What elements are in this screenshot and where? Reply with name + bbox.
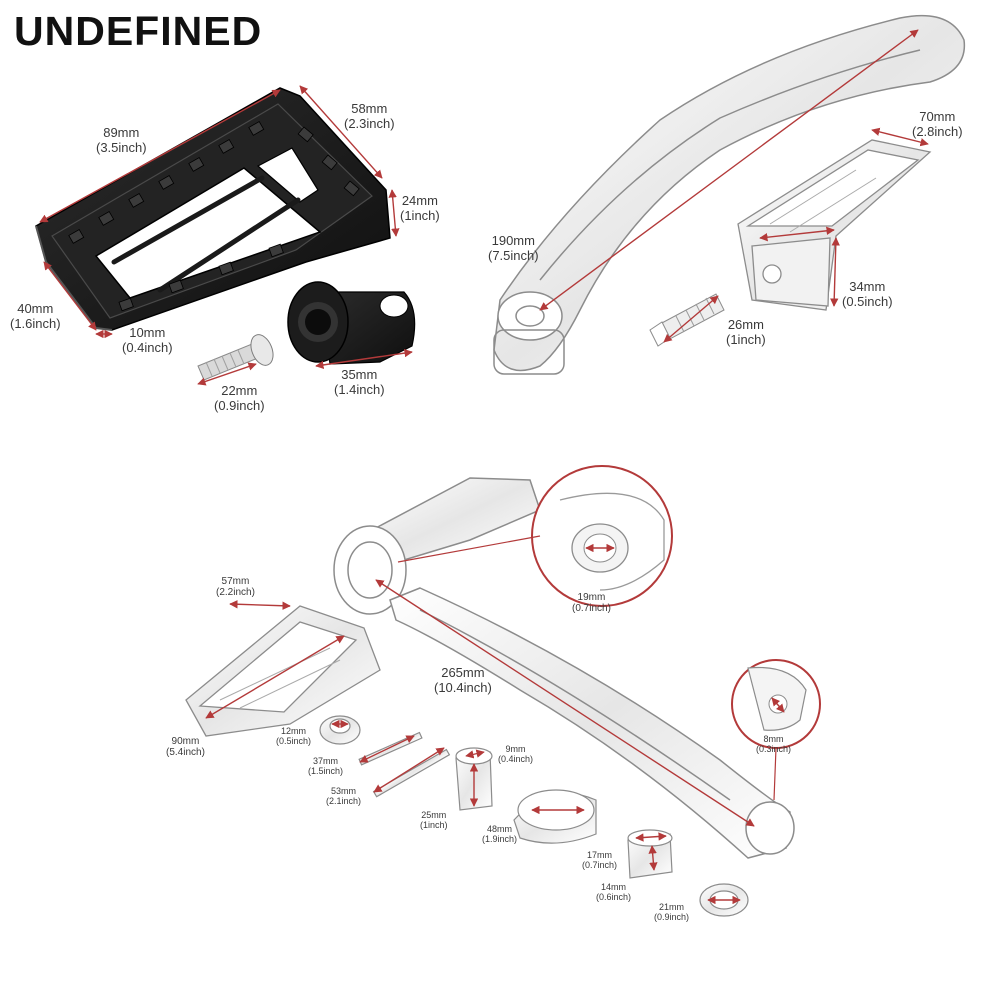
dim-mm: 21mm — [659, 902, 685, 912]
detail-circle-19 — [531, 465, 673, 607]
dim-label-12mm: 12mm (0.5inch) — [276, 726, 311, 746]
dim-inch: (2.8inch) — [912, 123, 963, 139]
dim-inch: (1.5inch) — [308, 766, 344, 777]
dim-mm: 90mm — [171, 736, 200, 747]
dim-label-9mm: 9mm (0.4inch) — [498, 744, 533, 764]
dim-mm: 26mm — [727, 317, 764, 332]
dim-label-48mm: 48mm (1.9inch) — [482, 824, 517, 844]
dim-label-19mm: 19mm (0.7inch) — [572, 592, 611, 614]
dim-mm: 57mm — [221, 576, 250, 587]
dim-inch: (0.9inch) — [654, 912, 690, 923]
dim-label-53mm: 53mm (2.1inch) — [326, 786, 361, 806]
dim-mm: 25mm — [421, 810, 447, 820]
dim-mm: 22mm — [221, 383, 258, 398]
dim-inch: (1.6inch) — [10, 315, 61, 331]
dim-label-190mm: 190mm (7.5inch) — [488, 233, 539, 263]
dim-label-90mm: 90mm (5.4inch) — [166, 736, 205, 758]
dim-mm: 48mm — [487, 824, 513, 834]
dim-inch: (5.4inch) — [166, 747, 205, 759]
silver-bolt — [197, 334, 274, 381]
dim-mm: 14mm — [601, 882, 627, 892]
dim-inch: (0.9inch) — [214, 397, 265, 413]
dim-mm: 58mm — [351, 101, 388, 116]
dim-mm: 19mm — [577, 592, 606, 603]
brand-logo: UNDEFINED — [14, 8, 263, 54]
dim-inch: (0.5inch) — [842, 293, 893, 309]
dim-mm: 35mm — [341, 367, 378, 382]
dim-label-25mm: 25mm (1inch) — [420, 810, 448, 830]
black-adapter — [287, 281, 416, 365]
dim-label-35mm: 35mm (1.4inch) — [334, 367, 385, 397]
dim-mm: 8mm — [763, 734, 784, 744]
dim-label-8mm: 8mm (0.3inch) — [756, 734, 791, 754]
dim-inch: (1.9inch) — [482, 834, 518, 845]
dim-label-14mm: 14mm (0.6inch) — [596, 882, 631, 902]
dim-inch: (1.4inch) — [334, 381, 385, 397]
dim-mm: 89mm — [103, 125, 140, 140]
dim-inch: (0.6inch) — [596, 892, 632, 903]
dim-label-24mm: 24mm (1inch) — [400, 193, 440, 223]
chrome-brake-peg — [185, 605, 381, 737]
dim-mm: 37mm — [313, 756, 339, 766]
dim-inch: (1inch) — [420, 820, 448, 831]
dim-inch: (2.3inch) — [344, 115, 395, 131]
dim-label-40mm: 40mm (1.6inch) — [10, 301, 61, 331]
dim-inch: (0.7inch) — [572, 603, 611, 615]
dim-inch: (1inch) — [726, 331, 766, 347]
chrome-bolt-small — [649, 293, 725, 347]
dim-label-17mm: 17mm (0.7inch) — [582, 850, 617, 870]
dim-inch: (1inch) — [400, 207, 440, 223]
dim-inch: (7.5inch) — [488, 247, 539, 263]
dim-mm: 40mm — [17, 301, 54, 316]
dim-label-34mm: 34mm (0.5inch) — [842, 279, 893, 309]
dim-label-26mm: 26mm (1inch) — [726, 317, 766, 347]
dim-inch: (0.3inch) — [756, 744, 792, 755]
dim-inch: (2.2inch) — [216, 587, 255, 599]
dim-mm: 70mm — [919, 109, 956, 124]
dim-inch: (0.4inch) — [498, 754, 534, 765]
dim-mm: 34mm — [849, 279, 886, 294]
dim-mm: 265mm — [441, 665, 485, 680]
dim-inch: (0.4inch) — [122, 339, 173, 355]
dim-inch: (0.7inch) — [582, 860, 618, 871]
dim-label-89mm: 89mm (3.5inch) — [96, 125, 147, 155]
dim-mm: 12mm — [281, 726, 307, 736]
dim-label-58mm: 58mm (2.3inch) — [344, 101, 395, 131]
dim-label-37mm: 37mm (1.5inch) — [308, 756, 343, 776]
dim-label-57mm: 57mm (2.2inch) — [216, 576, 255, 598]
dim-inch: (10.4inch) — [434, 679, 492, 695]
dim-label-70mm: 70mm (2.8inch) — [912, 109, 963, 139]
dim-label-265mm: 265mm (10.4inch) — [434, 665, 492, 695]
dim-mm: 53mm — [331, 786, 357, 796]
dim-label-21mm: 21mm (0.9inch) — [654, 902, 689, 922]
dim-mm: 17mm — [587, 850, 613, 860]
dim-label-10mm: 10mm (0.4inch) — [122, 325, 173, 355]
dimension-lines — [39, 29, 929, 905]
dim-mm: 24mm — [401, 193, 438, 208]
dim-inch: (0.5inch) — [276, 736, 312, 747]
dim-mm: 190mm — [491, 233, 535, 248]
dim-inch: (2.1inch) — [326, 796, 362, 807]
dim-inch: (3.5inch) — [96, 139, 147, 155]
dim-mm: 9mm — [505, 744, 526, 754]
dim-label-22mm: 22mm (0.9inch) — [214, 383, 265, 413]
dim-mm: 10mm — [129, 325, 166, 340]
